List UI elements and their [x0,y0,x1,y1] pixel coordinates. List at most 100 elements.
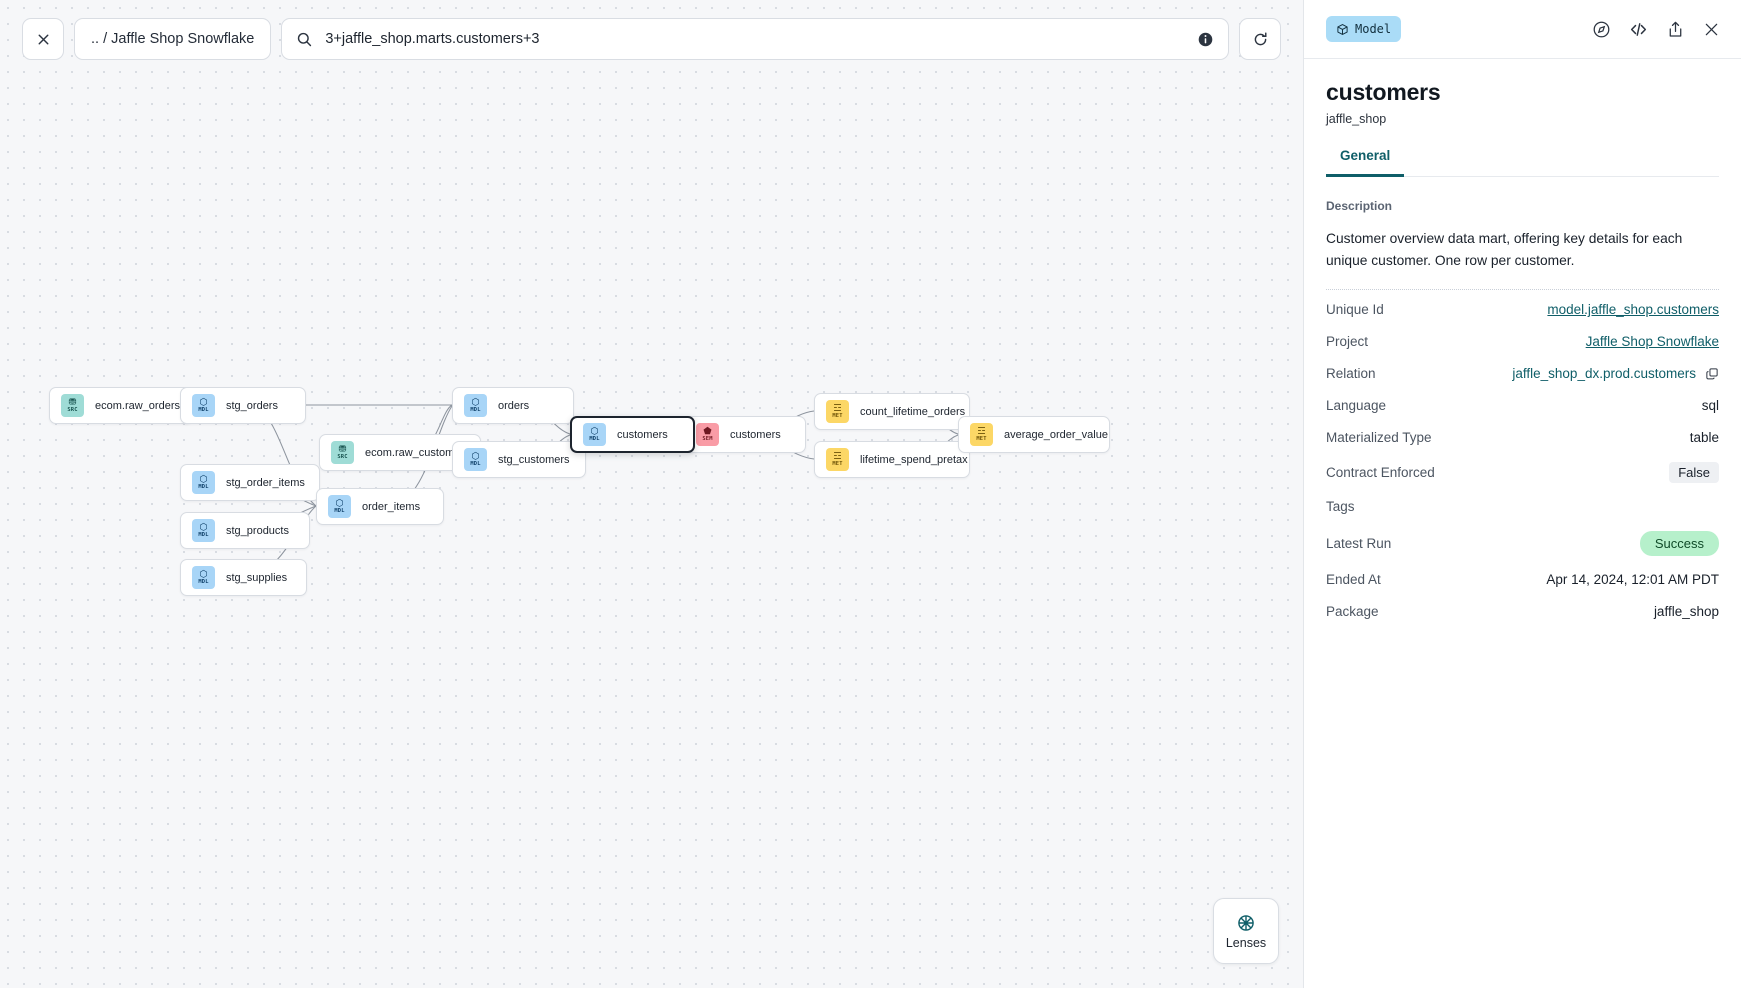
property-key: Unique Id [1326,302,1384,318]
sem-badge-icon: ⬟SEM [696,423,719,446]
graph-node-lifetime_spend_pretax[interactable]: ☲MET lifetime_spend_pretax [814,441,970,478]
src-badge-icon: ⛃SRC [331,441,354,464]
graph-node-ecom_raw_orders[interactable]: ⛃SRC ecom.raw_orders [49,387,193,424]
graph-node-label: lifetime_spend_pretax [860,453,968,466]
mdl-badge-icon: ⬡MDL [464,394,487,417]
property-value: Apr 14, 2024, 12:01 AM PDT [1546,572,1719,588]
lineage-search[interactable] [281,18,1229,60]
property-value: table [1689,430,1719,446]
search-input[interactable] [325,31,1185,47]
graph-node-label: customers [730,428,781,441]
mdl-badge-icon: ⬡MDL [192,519,215,542]
search-icon [298,32,312,46]
property-row: Materialized Type table [1326,422,1719,454]
property-value: sql [1701,398,1719,414]
property-key: Package [1326,604,1379,620]
panel-title-block: customers jaffle_shop [1304,59,1741,126]
panel-tabs: General [1326,148,1719,177]
status-badge: False [1669,461,1719,483]
property-value-wrap: model.jaffle_shop.customers [1547,302,1719,317]
property-value-wrap: Jaffle Shop Snowflake [1586,334,1719,349]
page-subtitle: jaffle_shop [1326,112,1387,126]
graph-node-label: count_lifetime_orders [860,405,966,418]
met-badge-icon: ☲MET [826,400,849,423]
details-panel: Model [1303,0,1741,988]
property-value[interactable]: jaffle_shop_dx.prod.customers [1512,366,1696,382]
description-text: Customer overview data mart, offering ke… [1326,231,1683,269]
graph-node-order_items[interactable]: ⬡MDL order_items [316,488,444,525]
explore-icon[interactable] [1592,20,1611,39]
property-value-wrap: sql [1702,398,1719,413]
divider [1326,288,1719,290]
tab-general[interactable]: General [1326,148,1405,177]
close-lineage-button[interactable] [22,18,64,60]
details-panel-header: Model [1304,0,1741,59]
panel-actions [1592,19,1721,40]
property-key: Ended At [1326,572,1381,588]
property-key: Tags [1326,499,1355,515]
breadcrumb-label: .. / Jaffle Shop Snowflake [91,31,255,47]
code-icon[interactable] [1628,19,1649,40]
property-value-wrap: jaffle_shop_dx.prod.customers [1512,366,1719,381]
mdl-badge-icon: ⬡MDL [583,423,606,446]
graph-node-label: customers [617,428,668,441]
copy-icon[interactable] [1705,367,1719,381]
chip-label: Model [1355,22,1392,36]
property-value[interactable]: model.jaffle_shop.customers [1547,302,1719,318]
met-badge-icon: ☲MET [826,448,849,471]
graph-node-orders[interactable]: ⬡MDL orders [452,387,574,424]
mdl-badge-icon: ⬡MDL [328,495,351,518]
property-value-wrap: Apr 14, 2024, 12:01 AM PDT [1546,572,1719,587]
graph-node-label: orders [498,399,530,412]
graph-node-customers_semantic[interactable]: ⬟SEM customers [684,416,806,453]
property-key: Materialized Type [1326,430,1432,446]
mdl-badge-icon: ⬡MDL [192,566,215,589]
lineage-canvas[interactable]: .. / Jaffle Shop Snowflake [0,0,1303,988]
share-icon[interactable] [1666,20,1685,39]
property-row: Language sql [1326,390,1719,422]
lenses-button[interactable]: Lenses [1213,898,1279,964]
refresh-icon [1254,31,1266,45]
resource-type-chip[interactable]: Model [1326,16,1402,42]
graph-node-label: stg_supplies [226,571,288,584]
property-row: Package jaffle_shop [1326,596,1719,628]
graph-node-count_lifetime_orders[interactable]: ☲MET count_lifetime_orders [814,393,970,430]
src-badge-icon: ⛃SRC [61,394,84,417]
page-title: customers [1326,79,1441,105]
property-value[interactable]: Jaffle Shop Snowflake [1585,334,1719,350]
graph-node-label: order_items [362,500,421,513]
property-value-wrap: table [1690,430,1719,445]
property-row: Ended At Apr 14, 2024, 12:01 AM PDT [1326,564,1719,596]
graph-node-label: stg_customers [498,453,570,466]
info-icon[interactable] [1197,31,1214,48]
graph-node-label: ecom.raw_orders [95,399,180,412]
graph-node-label: average_order_value [1004,428,1108,441]
panel-body: Description Customer overview data mart,… [1304,177,1741,628]
mdl-badge-icon: ⬡MDL [192,471,215,494]
refresh-button[interactable] [1239,18,1281,60]
property-value-wrap: Success [1639,530,1719,556]
close-panel-icon[interactable] [1702,20,1721,39]
property-value: jaffle_shop [1653,604,1719,620]
property-row: Latest Run Success [1326,523,1719,564]
graph-node-label: stg_orders [226,399,278,412]
breadcrumb[interactable]: .. / Jaffle Shop Snowflake [74,18,272,60]
close-icon [38,34,48,44]
property-key: Language [1326,398,1387,414]
graph-node-customers_model[interactable]: ⬡MDL customers [570,416,695,453]
property-key: Latest Run [1326,535,1392,551]
property-key: Contract Enforced [1326,464,1435,480]
description-label: Description [1326,199,1393,213]
graph-node-stg_supplies[interactable]: ⬡MDL stg_supplies [180,559,307,596]
property-row: Contract Enforced False [1326,454,1719,491]
lenses-label: Lenses [1225,935,1267,950]
